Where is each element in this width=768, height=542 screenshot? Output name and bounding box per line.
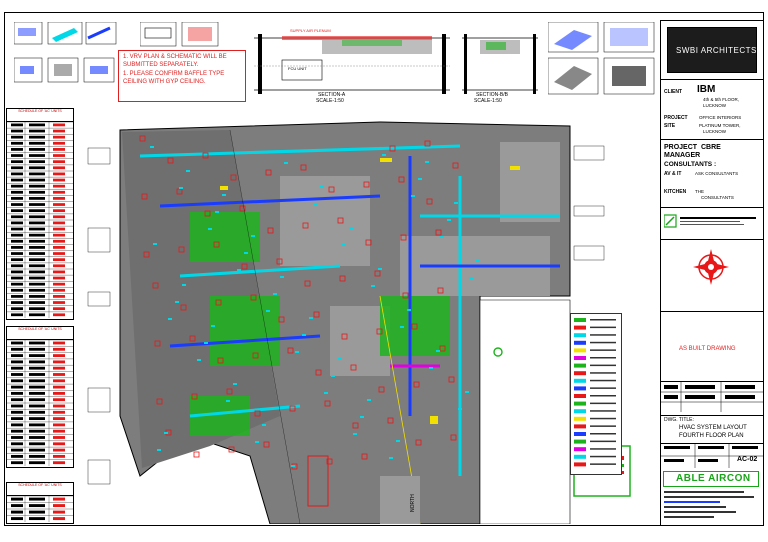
project-label: PROJECT xyxy=(664,115,688,121)
dwg-title-label: DWG. TITLE: xyxy=(664,417,694,423)
section-b-title: SECTION-B/B xyxy=(476,92,508,98)
section-a-title: SECTION-A xyxy=(318,92,346,98)
schedule-table-2-rows xyxy=(7,339,73,466)
schedule-table-3: SCHEDULE OF 'AC' UNITS xyxy=(6,482,74,524)
logo-mark-icon xyxy=(664,214,677,228)
schedule-table-1-header: SCHEDULE OF 'AC' UNITS xyxy=(7,109,73,122)
drawing-number: AC-02 xyxy=(737,456,758,463)
schedule-table-2-header: SCHEDULE OF 'AC' UNITS xyxy=(7,327,73,340)
project-value: OFFICE INTERIORS xyxy=(699,115,742,120)
section-b-graphic xyxy=(462,34,538,94)
schedule-table-3-header: SCHEDULE OF 'AC' UNITS xyxy=(7,483,73,496)
site-value-2: LUCKNOW xyxy=(703,129,727,134)
section-a-graphic xyxy=(254,34,450,94)
pm-label-2: MANAGER xyxy=(664,152,701,159)
pm-value: CBRE xyxy=(701,144,721,151)
section-a-duct-label: SUPPLY AIR PLENUM xyxy=(290,28,331,33)
plan-legend xyxy=(570,313,622,475)
revision-table xyxy=(661,382,763,412)
as-built-stamp: AS BUILT DRAWING xyxy=(679,346,736,352)
fitting-detail-sketches xyxy=(140,22,219,47)
client-address-1: 4th & 5th FLOOR, xyxy=(703,97,740,102)
schedule-table-1-rows xyxy=(7,121,73,318)
client-address-2: LUCKNOW xyxy=(703,103,727,108)
section-a-scale: SCALE-1:50 xyxy=(316,98,344,104)
kitchen-value-1: THE xyxy=(695,189,704,194)
note-line-1: 1. VRV PLAN & SCHEMATIC WILL BE SUBMITTE… xyxy=(123,54,227,68)
schedule-table-1: SCHEDULE OF 'AC' UNITS xyxy=(6,108,74,320)
duct-detail-sketches xyxy=(14,22,117,83)
consultants-label: CONSULTANTS : xyxy=(664,161,717,168)
schedule-table-3-rows xyxy=(7,495,73,522)
general-notes-box: 1. VRV PLAN & SCHEMATIC WILL BE SUBMITTE… xyxy=(118,50,246,102)
dwg-title-line-1: HVAC SYSTEM LAYOUT xyxy=(679,425,747,431)
contractor-address-block xyxy=(664,491,754,518)
site-value-1: PLATINUM TOWER, xyxy=(699,123,741,128)
contractor-name: ABLE AIRCON xyxy=(676,473,751,484)
consultant-stamp xyxy=(664,214,756,228)
section-b-scale: SCALE-1:50 xyxy=(474,98,502,104)
dwg-title-line-2: FOURTH FLOOR PLAN xyxy=(679,433,744,439)
compass-north-icon xyxy=(693,249,729,285)
contractor-box: ABLE AIRCON xyxy=(663,471,759,487)
site-label: SITE xyxy=(664,123,676,129)
av-value: ASK CONSULTANTS xyxy=(695,171,739,176)
schedule-table-2: SCHEDULE OF 'AC' UNITS xyxy=(6,326,74,468)
client-name: IBM xyxy=(697,84,716,95)
equipment-detail-sketches xyxy=(548,22,655,95)
hvac-floor-plan: NORTH xyxy=(80,116,640,524)
section-a-unit-label: FCU UNIT xyxy=(288,66,307,71)
kitchen-value-2: CONSULTANTS xyxy=(701,195,734,200)
north-label: NORTH xyxy=(410,494,416,512)
av-label: AV & IT xyxy=(664,171,682,177)
drawing-info-grid xyxy=(661,444,763,468)
pm-label: PROJECT xyxy=(664,144,698,151)
client-label: CLIENT xyxy=(664,89,683,95)
kitchen-label: KITCHEN xyxy=(664,189,687,195)
architect-logo: SWBI ARCHITECTS xyxy=(667,27,757,73)
plan-annotation-blocks xyxy=(87,147,111,485)
title-block: SWBI ARCHITECTS CLIENT IBM 4th & 5th FLO… xyxy=(660,20,764,526)
logo-text: SWBI ARCHITECTS xyxy=(676,46,757,55)
note-line-2: 1. PLEASE CONFIRM BAFFLE TYPE CEILING WI… xyxy=(123,71,225,85)
